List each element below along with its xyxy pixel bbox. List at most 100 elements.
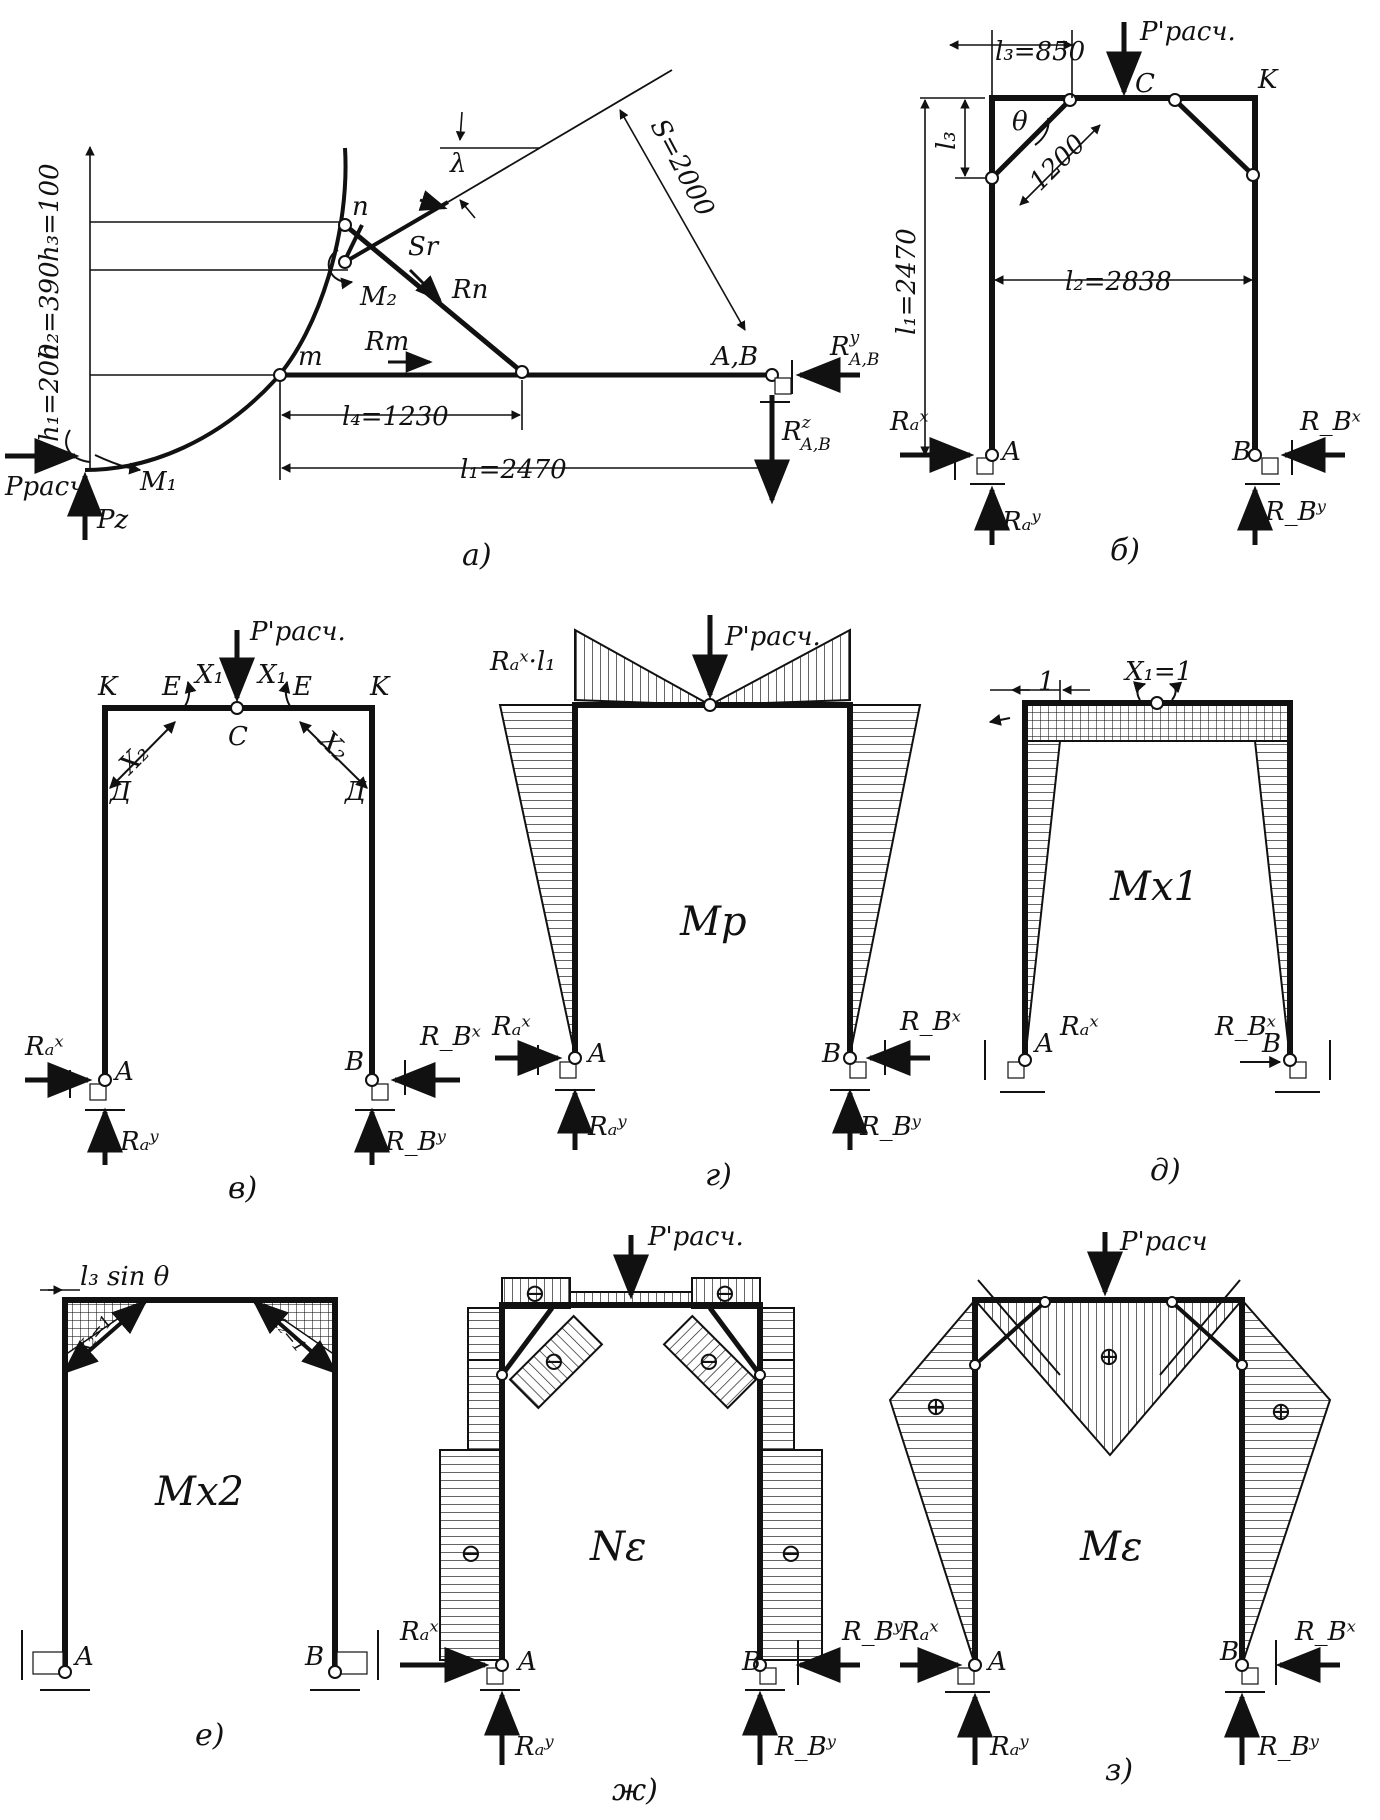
minus-6: ⊖ bbox=[780, 1539, 802, 1569]
rax-l1-label: Rₐˣ·l₁ bbox=[489, 647, 556, 677]
brace bbox=[343, 224, 364, 261]
mx2-label: Mx2 bbox=[154, 1469, 244, 1515]
x2b-label: X₂ bbox=[312, 724, 355, 767]
x1a-label: X₁ bbox=[193, 660, 224, 690]
ray-label-zh: Rₐʸ bbox=[514, 1732, 554, 1762]
k-label: K bbox=[1257, 65, 1279, 95]
b-label-v: B bbox=[344, 1047, 364, 1077]
b-label-g: B bbox=[821, 1039, 841, 1069]
l2-label: l₂=2838 bbox=[1065, 267, 1172, 297]
rax-label-v: Rₐˣ bbox=[24, 1032, 64, 1062]
ne-label: Nε bbox=[589, 1524, 646, 1570]
panel-v: P'расч. K K E E C X₁ X₁ X₂ X₂ Д Д Rₐˣ A … bbox=[24, 617, 481, 1206]
h3-label: h₃=100 bbox=[35, 163, 65, 262]
b-label-z: B bbox=[1219, 1637, 1239, 1667]
a-label-z: A bbox=[986, 1647, 1007, 1677]
panel-z: P'расч ⊕ ⊕ ⊕ Mε Rₐˣ A B R_Bˣ Rₐʸ R_Bʸ з) bbox=[888, 1227, 1356, 1788]
l3-top-label: l₃=850 bbox=[995, 37, 1085, 67]
prasch-label: Pрасч bbox=[4, 472, 85, 502]
p-label: P'расч. bbox=[1139, 17, 1236, 47]
rbx-label-v: R_Bˣ bbox=[419, 1022, 481, 1052]
rax-label-g: Rₐˣ bbox=[491, 1012, 531, 1042]
d1-label-v: Д bbox=[109, 777, 132, 807]
minus-3: ⊖ bbox=[543, 1347, 565, 1377]
p-label-z: P'расч bbox=[1119, 1227, 1208, 1257]
rax-label-d: Rₐˣ bbox=[1059, 1012, 1099, 1042]
a-label-g: A bbox=[586, 1039, 607, 1069]
b-label-zh: B bbox=[741, 1647, 761, 1677]
s-label: S=2000 bbox=[644, 114, 720, 221]
caption-e: е) bbox=[195, 1718, 224, 1753]
panel-zh: P'расч. ⊖ ⊖ ⊖ ⊖ ⊖ ⊖ Nε Rₐˣ A B R_Bʸ Rₐʸ … bbox=[399, 1222, 904, 1808]
rax-label-z: Rₐˣ bbox=[899, 1617, 939, 1647]
sr-label: Sr bbox=[408, 232, 440, 262]
b-label-b: B bbox=[1231, 437, 1251, 467]
panel-b: l₃=850 P'расч. C K θ l₃ 1200 l₁=2470 l₂=… bbox=[889, 17, 1361, 568]
lambda-label: λ bbox=[449, 149, 466, 179]
caption-z: з) bbox=[1105, 1753, 1133, 1788]
c-label: C bbox=[1135, 69, 1155, 99]
mp-label: Mp bbox=[679, 899, 747, 945]
rbx-label-g: R_Bˣ bbox=[899, 1007, 961, 1037]
a-label-d: A bbox=[1033, 1029, 1054, 1059]
rby-label-v: R_Bʸ bbox=[384, 1127, 447, 1157]
a-label-b: A bbox=[1000, 437, 1021, 467]
l3-vert-label: l₃ bbox=[932, 131, 962, 150]
x2a-label: X₂ bbox=[112, 738, 155, 781]
caption-b: б) bbox=[1110, 533, 1140, 568]
caption-d: д) bbox=[1150, 1153, 1181, 1188]
panel-d: 1 X₁=1 Mx1 A Rₐˣ R_Bˣ B д) bbox=[984, 657, 1331, 1188]
c-label-v: C bbox=[228, 722, 248, 752]
l4-label: l₄=1230 bbox=[342, 402, 449, 432]
pz-label: Pz bbox=[96, 505, 128, 535]
panel-g: P'расч. Rₐˣ·l₁ Mp Rₐˣ A B R_Bˣ Rₐʸ R_Bʸ … bbox=[489, 615, 961, 1193]
a-label-e: A bbox=[73, 1642, 94, 1672]
ray-label-z: Rₐʸ bbox=[989, 1732, 1029, 1762]
x1-label-d: X₁=1 bbox=[1123, 657, 1192, 687]
one-label: 1 bbox=[1038, 667, 1055, 697]
l1-label-b: l₁=2470 bbox=[892, 228, 922, 335]
minus-1: ⊖ bbox=[524, 1279, 546, 1309]
rbx-label-d: R_Bˣ bbox=[1214, 1012, 1276, 1042]
m1-label: M₁ bbox=[139, 467, 177, 497]
p-label-g: P'расч. bbox=[724, 622, 821, 652]
ray-label-g: Rₐʸ bbox=[587, 1112, 627, 1142]
rby-label-g: R_Bʸ bbox=[859, 1112, 922, 1142]
sr-line bbox=[343, 200, 450, 264]
k1-label-v: K bbox=[97, 672, 119, 702]
m-label: m bbox=[298, 342, 323, 372]
rax-label-b: Rₐˣ bbox=[889, 407, 929, 437]
rbx-label-z: R_Bˣ bbox=[1294, 1617, 1356, 1647]
b-label-d: B bbox=[1261, 1029, 1281, 1059]
theta-label: θ bbox=[1012, 107, 1028, 137]
d2-label-v: Д bbox=[344, 777, 367, 807]
rn-label: Rп bbox=[451, 275, 488, 305]
m2-label: M₂ bbox=[359, 282, 397, 312]
thrust-line bbox=[447, 69, 673, 203]
minus-4: ⊖ bbox=[698, 1347, 720, 1377]
plus-3: ⊕ bbox=[1270, 1397, 1292, 1427]
e1-label-v: E bbox=[161, 672, 181, 702]
rby-label-z: R_Bʸ bbox=[1257, 1732, 1320, 1762]
rbx-label-b: R_Bˣ bbox=[1299, 407, 1361, 437]
panel-a: h₁=200 h₂=390 h₃=100 λ S=2000 Sr Rп Rm п… bbox=[4, 69, 879, 573]
caption-v: в) bbox=[228, 1171, 257, 1206]
shell-curve bbox=[84, 147, 348, 472]
x1b-label: X₁ bbox=[256, 660, 287, 690]
p-label-v: P'расч. bbox=[249, 617, 346, 647]
ray-label-v: Rₐʸ bbox=[119, 1127, 159, 1157]
rby-label-zh: R_Bʸ bbox=[774, 1732, 837, 1762]
l3sin-label: l₃ sin θ bbox=[80, 1262, 170, 1292]
caption-a: а) bbox=[462, 538, 492, 573]
caption-zh: ж) bbox=[612, 1773, 658, 1808]
p-label-zh: P'расч. bbox=[647, 1222, 744, 1252]
k2-label-v: K bbox=[369, 672, 391, 702]
h2-label: h₂=390 bbox=[35, 261, 65, 360]
h1-label: h₁=200 bbox=[35, 343, 65, 442]
n-label: п bbox=[352, 192, 369, 222]
mx1-label: Mx1 bbox=[1109, 864, 1199, 910]
rax-label-zh: Rₐˣ bbox=[399, 1617, 439, 1647]
plus-1: ⊕ bbox=[925, 1392, 947, 1422]
